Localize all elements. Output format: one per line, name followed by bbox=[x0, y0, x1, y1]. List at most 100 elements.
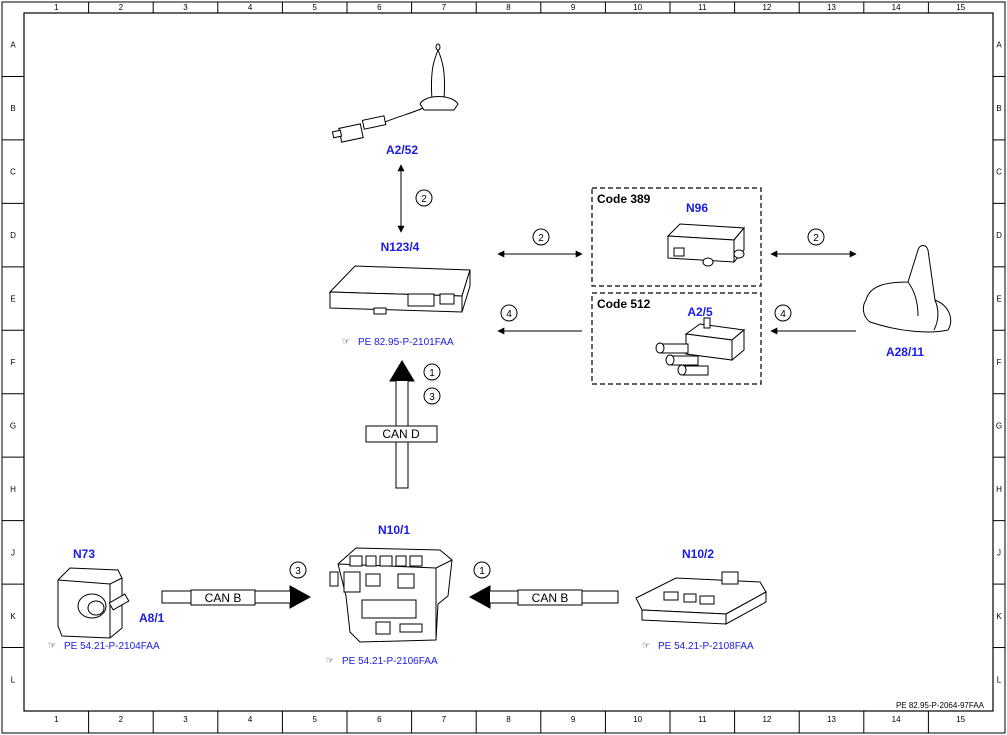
grid-col-label-bottom-10: 10 bbox=[633, 715, 642, 724]
inner-frame bbox=[23, 12, 994, 712]
grid-col-label-top-14: 14 bbox=[892, 3, 901, 12]
label-a2-52: A2/52 bbox=[386, 143, 418, 157]
num-n96-right: 2 bbox=[813, 233, 819, 244]
grid-row-label-left-D: D bbox=[10, 231, 16, 240]
grid-col-label-top-5: 5 bbox=[312, 3, 317, 12]
can-d-label-box bbox=[365, 425, 438, 443]
ref-icon-n10-1: ☞ bbox=[326, 656, 334, 666]
grid-col-label-top-13: 13 bbox=[827, 3, 836, 12]
grid-row-label-left-G: G bbox=[10, 421, 16, 430]
ref-icon-n73: ☞ bbox=[48, 641, 56, 651]
grid-row-label-right-F: F bbox=[997, 358, 1002, 367]
circle-can-d-top bbox=[423, 363, 441, 381]
grid-row-label-right-H: H bbox=[996, 485, 1002, 494]
circle-a25-right bbox=[774, 304, 792, 322]
grid-col-label-top-10: 10 bbox=[633, 3, 642, 12]
label-n10-2: N10/2 bbox=[682, 547, 714, 561]
n123-4-module-drawing bbox=[328, 265, 471, 315]
ref-n73: PE 54.21-P-2104FAA bbox=[64, 641, 160, 652]
n96-drawing bbox=[666, 223, 746, 267]
circle-can-b-left bbox=[289, 561, 307, 579]
grid-row-label-right-J: J bbox=[997, 548, 1001, 557]
num-a25-right: 4 bbox=[780, 309, 786, 320]
label-code389: Code 389 bbox=[597, 192, 651, 206]
label-code512: Code 512 bbox=[597, 297, 651, 311]
label-a8-1: A8/1 bbox=[139, 611, 165, 625]
grid-col-label-bottom-15: 15 bbox=[956, 715, 965, 724]
grid-col-label-top-9: 9 bbox=[571, 3, 576, 12]
n73-ignition-switch-drawing bbox=[57, 567, 130, 639]
label-n10-1: N10/1 bbox=[378, 523, 410, 537]
grid-row-label-left-J: J bbox=[11, 548, 15, 557]
num-a25-left: 4 bbox=[506, 309, 512, 320]
grid-row-label-left-C: C bbox=[10, 168, 16, 177]
circle-can-b-right bbox=[473, 561, 491, 579]
grid-col-label-bottom-12: 12 bbox=[762, 715, 771, 724]
grid-row-label-left-H: H bbox=[10, 485, 16, 494]
grid-col-label-bottom-2: 2 bbox=[119, 715, 124, 724]
label-a28-11: A28/11 bbox=[886, 345, 924, 359]
ref-n10-1: PE 54.21-P-2106FAA bbox=[342, 656, 438, 667]
grid-col-label-top-2: 2 bbox=[119, 3, 124, 12]
grid-col-label-bottom-13: 13 bbox=[827, 715, 836, 724]
grid-col-label-top-6: 6 bbox=[377, 3, 382, 12]
grid-col-label-bottom-8: 8 bbox=[506, 715, 511, 724]
label-can-b-right: CAN B bbox=[532, 591, 569, 605]
grid-col-label-bottom-4: 4 bbox=[248, 715, 253, 724]
n10-2-module-drawing bbox=[635, 571, 767, 625]
num-n96-left: 2 bbox=[538, 233, 544, 244]
ref-n123-4: PE 82.95-P-2101FAA bbox=[358, 337, 454, 348]
grid-col-label-top-1: 1 bbox=[54, 3, 59, 12]
grid-row-label-right-K: K bbox=[996, 612, 1002, 621]
grid-row-label-right-C: C bbox=[996, 168, 1002, 177]
grid-row-label-left-A: A bbox=[10, 41, 16, 50]
a2-52-antenna-drawing bbox=[331, 43, 459, 143]
grid-labels: 1122334455667788991010111112121313141415… bbox=[10, 3, 1002, 724]
ref-icon-n10-2: ☞ bbox=[642, 641, 650, 651]
circle-n96-left bbox=[532, 228, 550, 246]
grid-col-label-top-3: 3 bbox=[183, 3, 188, 12]
label-can-d: CAN D bbox=[382, 427, 420, 441]
grid-col-label-bottom-14: 14 bbox=[892, 715, 901, 724]
grid-col-label-bottom-9: 9 bbox=[571, 715, 576, 724]
circle-n96-right bbox=[807, 228, 825, 246]
num-can-d-top: 1 bbox=[429, 368, 435, 379]
label-n123-4: N123/4 bbox=[381, 240, 420, 254]
grid-col-label-bottom-6: 6 bbox=[377, 715, 382, 724]
grid-row-label-right-D: D bbox=[996, 231, 1002, 240]
grid-col-label-top-11: 11 bbox=[698, 3, 707, 12]
label-n96: N96 bbox=[686, 201, 708, 215]
circle-a25-left bbox=[500, 304, 518, 322]
num-can-d-bottom: 3 bbox=[429, 392, 435, 403]
grid-col-label-bottom-7: 7 bbox=[442, 715, 447, 724]
code512-box bbox=[591, 292, 762, 385]
grid-row-label-right-A: A bbox=[996, 41, 1002, 50]
can-b-right-label-box bbox=[517, 589, 583, 606]
label-n73: N73 bbox=[73, 547, 95, 561]
num-can-b-left: 3 bbox=[295, 566, 301, 577]
can-b-left-label-box bbox=[190, 589, 256, 606]
grid-col-label-bottom-1: 1 bbox=[54, 715, 59, 724]
grid-row-label-left-E: E bbox=[10, 295, 15, 304]
circle-antenna-link bbox=[415, 189, 433, 207]
footer-reference: PE 82.95-P-2064-97FAA bbox=[896, 701, 985, 710]
can-d-bus bbox=[389, 360, 415, 489]
grid-row-label-right-B: B bbox=[996, 104, 1001, 113]
ref-n10-2: PE 54.21-P-2108FAA bbox=[658, 641, 754, 652]
label-can-b-left: CAN B bbox=[205, 591, 242, 605]
grid-col-label-bottom-3: 3 bbox=[183, 715, 188, 724]
grid-row-label-left-F: F bbox=[11, 358, 16, 367]
grid-row-label-left-K: K bbox=[10, 612, 16, 621]
grid-col-label-top-7: 7 bbox=[442, 3, 447, 12]
grid-row-label-right-G: G bbox=[996, 421, 1002, 430]
ref-icon-n123-4: ☞ bbox=[342, 337, 350, 347]
grid-col-label-bottom-5: 5 bbox=[312, 715, 317, 724]
grid-row-label-right-E: E bbox=[996, 295, 1001, 304]
grid-col-label-top-8: 8 bbox=[506, 3, 511, 12]
num-antenna-link: 2 bbox=[421, 194, 427, 205]
a2-5-drawing bbox=[655, 317, 746, 376]
circle-can-d-bottom bbox=[423, 387, 441, 405]
